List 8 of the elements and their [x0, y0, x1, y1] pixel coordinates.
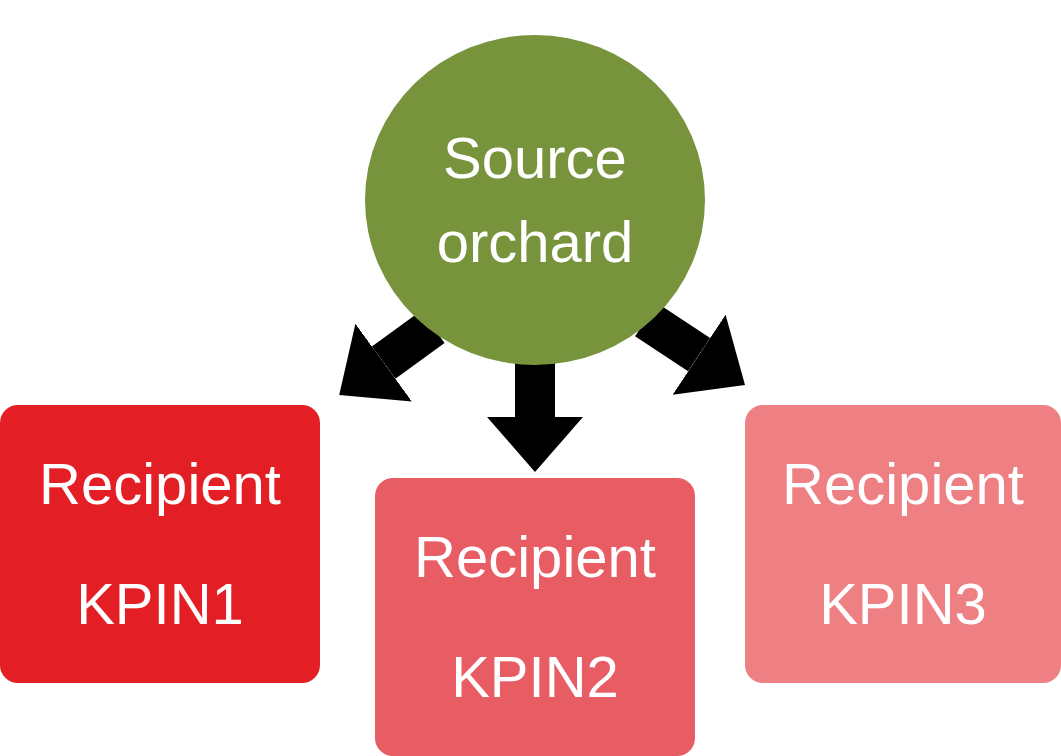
- node-label: Recipient KPIN1: [38, 450, 282, 638]
- node-label: Recipient KPIN2: [413, 523, 657, 711]
- node-label: Source orchard: [435, 124, 635, 276]
- node-label: Recipient KPIN3: [781, 450, 1025, 638]
- recipient-box: [0, 405, 320, 683]
- recipient-box: [745, 405, 1061, 683]
- arrow: [487, 361, 583, 472]
- recipient-box: [375, 478, 695, 756]
